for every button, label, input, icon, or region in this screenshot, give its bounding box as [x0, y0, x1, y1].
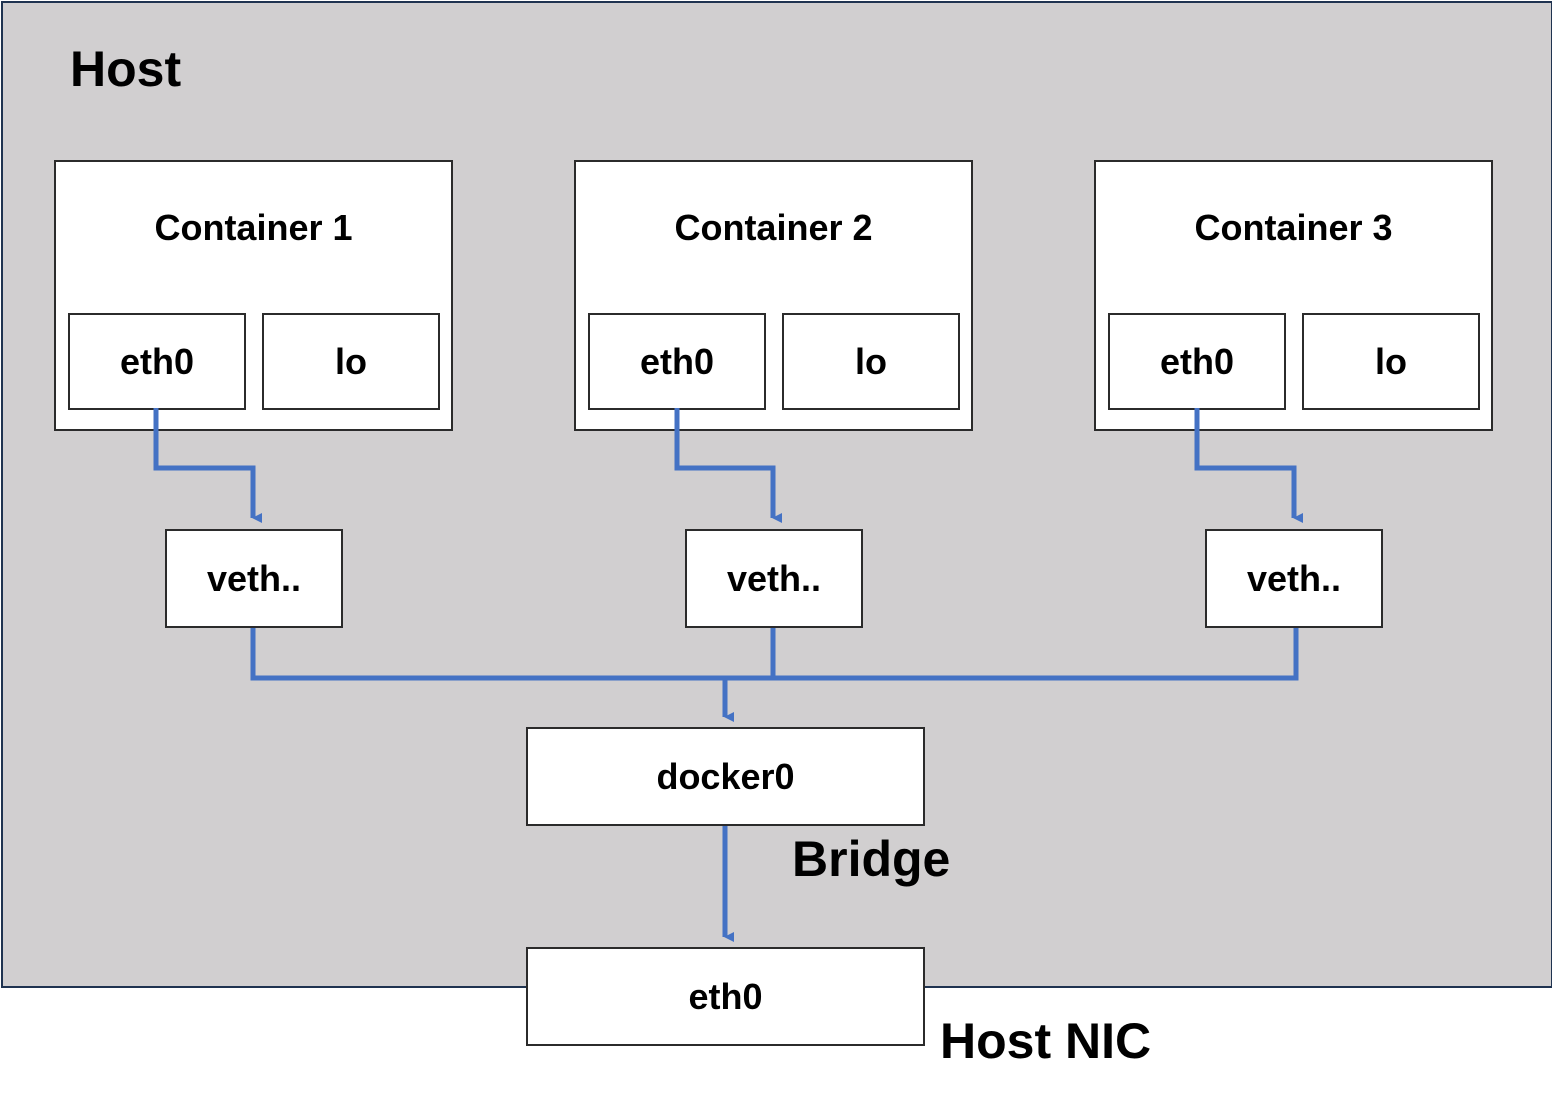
- container-1-box: Container 1 eth0 lo: [54, 160, 453, 431]
- host-nic-eth0-box: eth0: [526, 947, 925, 1046]
- container-1-eth0-interface: eth0: [68, 313, 246, 410]
- container-1-veth-interface: veth..: [165, 529, 343, 628]
- host-nic-caption: Host NIC: [940, 1013, 1152, 1069]
- container-1-title: Container 1: [154, 207, 353, 248]
- container-2-title: Container 2: [674, 207, 873, 248]
- docker0-bridge-box: docker0: [526, 727, 925, 826]
- container-3-eth0-interface: eth0: [1108, 313, 1286, 410]
- container-3-title: Container 3: [1194, 207, 1393, 248]
- bridge-caption: Bridge: [792, 831, 951, 887]
- container-2-lo-interface: lo: [782, 313, 960, 410]
- host-title: Host: [70, 41, 182, 97]
- container-3-box: Container 3 eth0 lo: [1094, 160, 1493, 431]
- container-2-box: Container 2 eth0 lo: [574, 160, 973, 431]
- container-1-lo-interface: lo: [262, 313, 440, 410]
- container-2-veth-interface: veth..: [685, 529, 863, 628]
- container-3-lo-interface: lo: [1302, 313, 1480, 410]
- host-area: [1, 1, 1552, 988]
- container-3-veth-interface: veth..: [1205, 529, 1383, 628]
- container-2-eth0-interface: eth0: [588, 313, 766, 410]
